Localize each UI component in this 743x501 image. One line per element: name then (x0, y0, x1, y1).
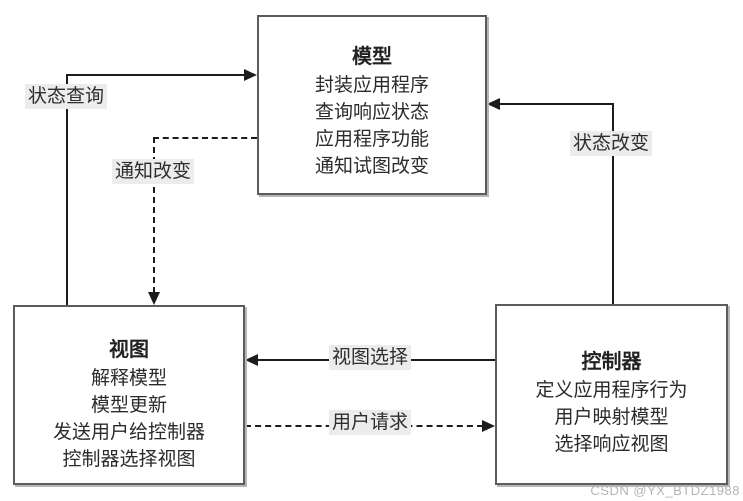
model-box-line: 查询响应状态 (314, 102, 429, 123)
model-box-line: 通知试图改变 (314, 156, 429, 177)
view-box: 视图 解释模型 模型更新 发送用户给控制器 控制器选择视图 (13, 305, 245, 485)
controller-box: 控制器 定义应用程序行为 用户映射模型 选择响应视图 (495, 304, 728, 485)
view-box-line: 控制器选择视图 (62, 449, 196, 470)
view-select-arrowhead-icon (245, 354, 258, 366)
view-box-line: 解释模型 (90, 368, 167, 389)
user-request-label: 用户请求 (329, 410, 412, 435)
controller-box-line: 选择响应视图 (554, 434, 669, 455)
controller-box-line: 用户映射模型 (554, 407, 669, 428)
controller-box-line: 定义应用程序行为 (535, 380, 688, 401)
model-box-title: 模型 (352, 46, 392, 68)
state-query-arrowhead-icon (244, 69, 257, 81)
notify-change-line-vertical (153, 137, 155, 293)
model-box-line: 封装应用程序 (314, 75, 429, 96)
state-change-arrowhead-icon (487, 98, 500, 110)
state-query-label: 状态查询 (25, 84, 108, 109)
controller-box-title: 控制器 (581, 351, 642, 373)
view-box-line: 模型更新 (90, 395, 167, 416)
view-box-line: 发送用户给控制器 (52, 422, 205, 443)
state-query-line-horizontal (66, 74, 245, 76)
model-box-line: 应用程序功能 (314, 129, 429, 150)
state-change-label: 状态改变 (570, 131, 653, 156)
notify-change-arrowhead-icon (148, 292, 160, 305)
state-query-line-vertical (66, 75, 68, 305)
view-box-title: 视图 (109, 339, 149, 361)
watermark-text: CSDN @YX_BTDZ1988 (590, 483, 740, 498)
user-request-arrowhead-icon (482, 420, 495, 432)
notify-change-label: 通知改变 (112, 159, 195, 184)
view-select-label: 视图选择 (329, 345, 412, 370)
state-change-line-horizontal (498, 103, 614, 105)
notify-change-line-horizontal (153, 137, 257, 139)
model-box: 模型 封装应用程序 查询响应状态 应用程序功能 通知试图改变 (257, 15, 487, 195)
state-change-line-vertical (612, 104, 614, 304)
